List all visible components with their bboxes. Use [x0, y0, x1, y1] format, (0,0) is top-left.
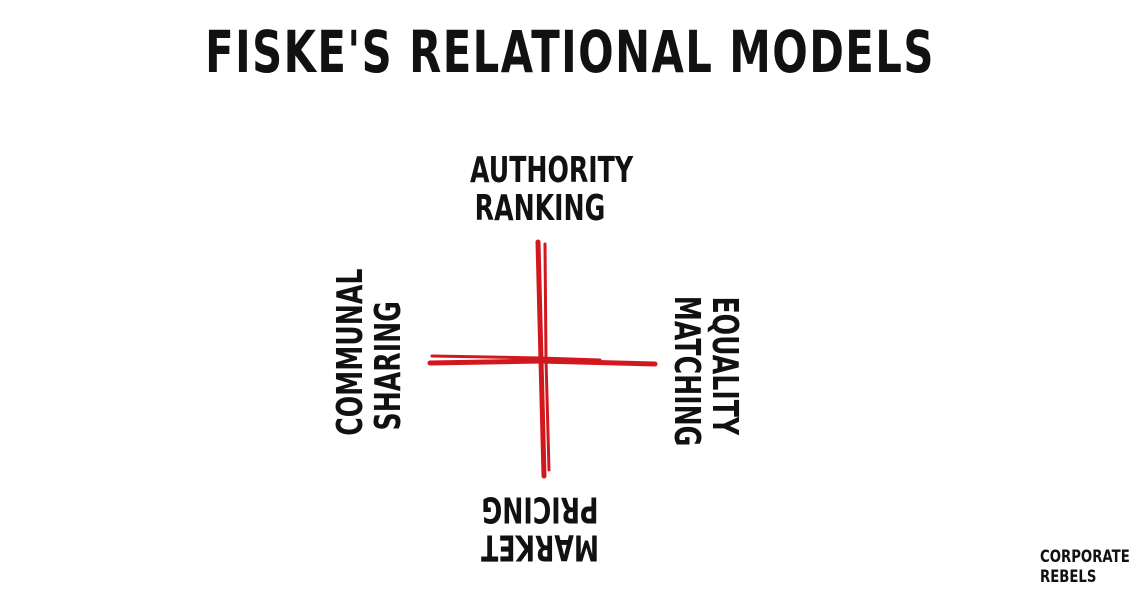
label-word: Pricing [481, 488, 599, 530]
label-equality-matching: EqualityMatching [666, 295, 745, 447]
label-market-pricing: MarketPricing [470, 488, 610, 568]
label-word: Equality [703, 296, 745, 436]
logo-line2: Rebels [1040, 566, 1097, 587]
label-communal-sharing: CommunalSharing [330, 268, 409, 436]
label-authority-ranking: AuthorityRanking [470, 150, 634, 229]
label-word: Matching [666, 295, 707, 447]
label-word: Ranking [474, 187, 606, 229]
label-word: Authority [470, 150, 634, 191]
label-word: Market [481, 526, 599, 568]
logo-line1: Corporate [1040, 547, 1130, 567]
diagram-title: Fiske's Relational Models [205, 18, 935, 86]
label-word: Sharing [368, 301, 409, 431]
horizontal-axis-stroke2 [430, 354, 602, 362]
label-word: Communal [330, 268, 372, 436]
corporate-rebels-logo: Corporate Rebels [1040, 547, 1130, 587]
horizontal-axis [427, 358, 658, 367]
